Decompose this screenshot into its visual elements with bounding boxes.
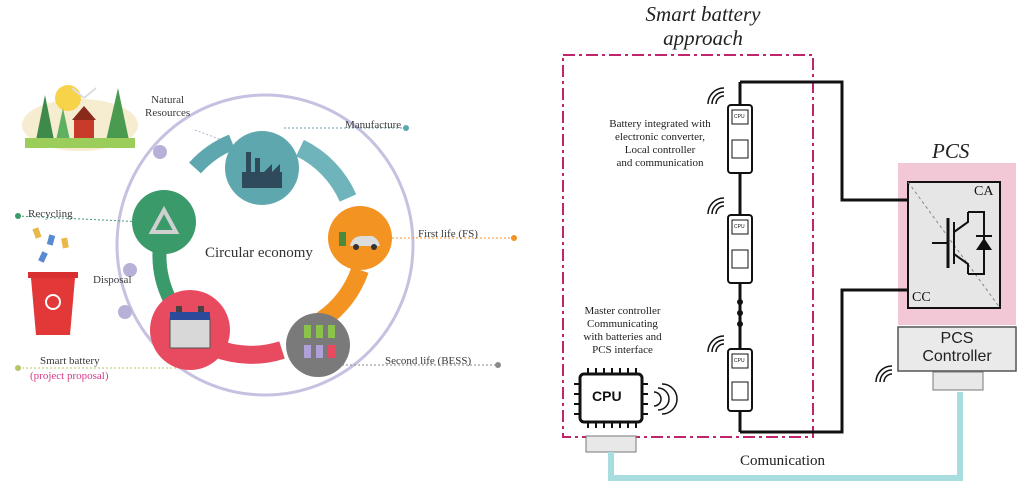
arc-arrow-teal2 (295, 139, 357, 202)
master-controller-description: Master controller Communicating with bat… (583, 305, 662, 356)
communication-line (608, 392, 963, 481)
factory-icon (242, 152, 282, 188)
ring-dot (495, 362, 501, 368)
wireless-icon (875, 365, 893, 383)
ellipsis-dot (737, 299, 743, 305)
label-recycling: Recycling (28, 208, 73, 220)
label-smart-battery: Smart battery (40, 355, 100, 367)
pcs-ca-label: CA (974, 184, 994, 199)
pcs-cc-label: CC (912, 290, 931, 305)
cpu-label: CPU (592, 388, 622, 404)
pcs-title: PCS (932, 139, 970, 163)
arc-arrow-orange (316, 266, 369, 328)
smart-battery-title: Smart battery approach (645, 2, 761, 50)
pcs-connector (932, 371, 984, 391)
car-battery-icon (169, 306, 211, 349)
label-second-life: Second life (BESS) (385, 355, 472, 367)
ellipsis-dot (737, 321, 743, 327)
pcs-controller-label: PCS Controller (922, 330, 992, 365)
dc-wire-negative (740, 288, 908, 434)
natural-resources-illustration (22, 85, 138, 151)
master-cpu-chip (574, 368, 648, 428)
chip-label: CPU (734, 224, 745, 230)
outer-ring (115, 93, 415, 397)
recycling-circle (132, 190, 196, 254)
label-natural-resources: Natural Resources (145, 94, 191, 119)
recycle-icon (148, 205, 180, 234)
chip-label: CPU (734, 114, 745, 120)
label-first-life: First life (FS) (418, 228, 478, 240)
leader-line (17, 215, 146, 223)
dc-wire-positive (740, 80, 908, 202)
manufacture-circle (225, 131, 299, 205)
arc-arrow-teal (189, 134, 236, 174)
chip-label: CPU (734, 358, 745, 364)
battery-module (727, 348, 753, 412)
battery-module (727, 214, 753, 284)
smart-battery-boundary (562, 54, 814, 438)
label-disposal: Disposal (93, 274, 132, 286)
car-charging-icon (339, 232, 380, 250)
circular-economy-diagram (15, 85, 517, 397)
pcs-controller-box (897, 326, 1017, 372)
label-manufacture: Manufacture (345, 119, 402, 131)
pcs-converter (907, 181, 1001, 309)
wireless-icon (707, 335, 725, 353)
label-project-proposal: (project proposal) (30, 370, 109, 382)
wireless-icon (653, 383, 678, 415)
cpu-connector (585, 435, 637, 453)
ellipsis-dot (737, 310, 743, 316)
battery-description: Battery integrated with electronic conve… (609, 118, 711, 169)
recycling-bin-icon (28, 227, 78, 335)
label-circular-economy: Circular economy (205, 245, 313, 261)
communication-label: Comunication (740, 453, 825, 469)
wireless-icon (707, 197, 725, 215)
leader-line (194, 129, 223, 141)
ring-dot (118, 305, 132, 319)
wireless-icon (707, 87, 725, 105)
battery-module (727, 104, 753, 174)
smart-battery-system (562, 54, 1017, 481)
battery-storage-icon (304, 325, 335, 358)
ring-dot (153, 145, 167, 159)
ring-dot (123, 263, 137, 277)
